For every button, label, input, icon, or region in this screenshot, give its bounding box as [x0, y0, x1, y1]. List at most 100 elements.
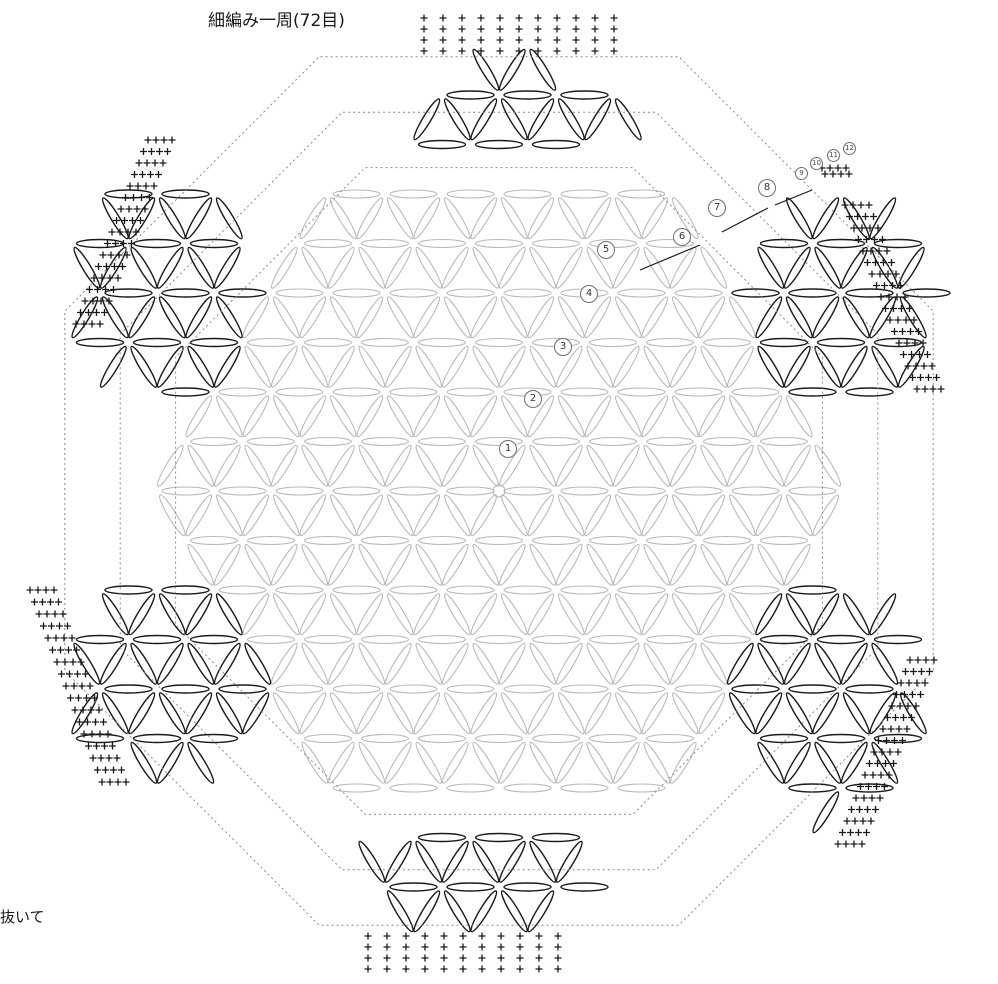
treble-crochet-symbol [639, 493, 670, 538]
treble-crochet-symbol [789, 289, 836, 297]
treble-crochet-symbol [470, 839, 501, 884]
treble-crochet-symbol [789, 685, 836, 693]
treble-crochet-symbol [613, 493, 644, 538]
treble-crochet-symbol [584, 740, 615, 785]
treble-crochet-symbol [753, 493, 784, 538]
single-crochet-symbol [922, 680, 929, 687]
treble-crochet-symbol [810, 691, 841, 736]
treble-crochet-symbol [670, 691, 701, 736]
single-crochet-symbol [876, 248, 883, 255]
single-crochet-symbol [365, 955, 372, 962]
treble-crochet-symbol [839, 245, 870, 290]
treble-crochet-symbol [618, 289, 665, 297]
treble-crochet-symbol [419, 438, 466, 446]
treble-crochet-symbol [761, 240, 808, 248]
single-crochet-symbol [897, 703, 904, 710]
single-crochet-symbol [136, 160, 143, 167]
treble-crochet-symbol [810, 790, 841, 835]
single-crochet-symbol [71, 683, 78, 690]
treble-crochet-symbol [219, 487, 266, 495]
treble-crochet-symbol [761, 537, 808, 545]
treble-crochet-symbol [476, 834, 523, 842]
single-crochet-symbol [57, 647, 64, 654]
treble-crochet-symbol [582, 394, 613, 439]
single-crochet-symbol [555, 933, 562, 940]
single-crochet-symbol [164, 148, 171, 155]
single-crochet-symbol [44, 611, 51, 618]
single-crochet-symbol [100, 719, 107, 726]
single-crochet-symbol [108, 252, 115, 259]
treble-crochet-symbol [869, 344, 900, 389]
treble-crochet-symbol [326, 542, 357, 587]
treble-crochet-symbol [732, 388, 779, 396]
treble-crochet-symbol [470, 443, 501, 488]
single-crochet-symbol [40, 623, 47, 630]
single-crochet-symbol [106, 755, 113, 762]
treble-crochet-symbol [668, 542, 699, 587]
treble-crochet-symbol [385, 592, 416, 637]
treble-crochet-symbol [468, 691, 499, 736]
single-crochet-symbol [160, 160, 167, 167]
treble-crochet-symbol [297, 394, 328, 439]
single-crochet-symbol [156, 148, 163, 155]
treble-crochet-symbol [157, 592, 188, 637]
single-crochet-symbol [45, 635, 52, 642]
treble-crochet-symbol [297, 295, 328, 340]
treble-crochet-symbol [305, 636, 352, 644]
treble-crochet-symbol [413, 542, 444, 587]
treble-crochet-symbol [875, 240, 922, 248]
treble-crochet-symbol [782, 443, 813, 488]
treble-crochet-symbol [839, 641, 870, 686]
single-crochet-symbol [72, 707, 79, 714]
treble-crochet-symbol [98, 641, 129, 686]
treble-crochet-symbol [157, 196, 188, 241]
single-crochet-symbol [536, 955, 543, 962]
treble-crochet-symbol [641, 542, 672, 587]
treble-crochet-symbol [185, 740, 216, 785]
single-crochet-symbol [63, 683, 70, 690]
treble-crochet-symbol [639, 295, 670, 340]
treble-crochet-symbol [162, 487, 209, 495]
single-crochet-symbol [859, 841, 866, 848]
treble-crochet-symbol [618, 784, 665, 792]
single-crochet-symbol [864, 259, 871, 266]
treble-crochet-symbol [698, 542, 729, 587]
treble-crochet-symbol [839, 344, 870, 389]
treble-crochet-symbol [77, 339, 124, 347]
treble-crochet-symbol [618, 586, 665, 594]
treble-crochet-symbol [753, 691, 784, 736]
single-crochet-symbol [909, 691, 916, 698]
treble-crochet-symbol [696, 592, 727, 637]
treble-crochet-symbol [297, 493, 328, 538]
treble-crochet-symbol [362, 438, 409, 446]
single-crochet-symbol [895, 317, 902, 324]
single-crochet-symbol [161, 137, 168, 144]
single-crochet-symbol [910, 668, 917, 675]
treble-crochet-symbol [504, 91, 551, 99]
treble-crochet-symbol [385, 889, 416, 934]
treble-crochet-symbol [447, 487, 494, 495]
single-crochet-symbol [907, 328, 914, 335]
treble-crochet-symbol [242, 641, 273, 686]
single-crochet-symbol [592, 48, 599, 55]
single-crochet-symbol [835, 841, 842, 848]
single-crochet-symbol [105, 731, 112, 738]
treble-crochet-symbol [419, 141, 466, 149]
treble-crochet-symbol [447, 190, 494, 198]
treble-crochet-symbol [727, 394, 758, 439]
single-crochet-symbol [155, 171, 162, 178]
treble-crochet-symbol [155, 641, 186, 686]
treble-crochet-symbol [305, 438, 352, 446]
single-crochet-symbol [839, 829, 846, 836]
treble-crochet-symbol [162, 685, 209, 693]
treble-crochet-symbol [385, 493, 416, 538]
single-crochet-symbol [169, 137, 176, 144]
single-crochet-symbol [95, 263, 102, 270]
single-crochet-symbol [142, 206, 149, 213]
single-crochet-symbol [88, 707, 95, 714]
treble-crochet-symbol [554, 245, 585, 290]
treble-crochet-symbol [561, 883, 608, 891]
single-crochet-symbol [365, 944, 372, 951]
treble-crochet-symbol [276, 388, 323, 396]
treble-crochet-symbol [818, 339, 865, 347]
